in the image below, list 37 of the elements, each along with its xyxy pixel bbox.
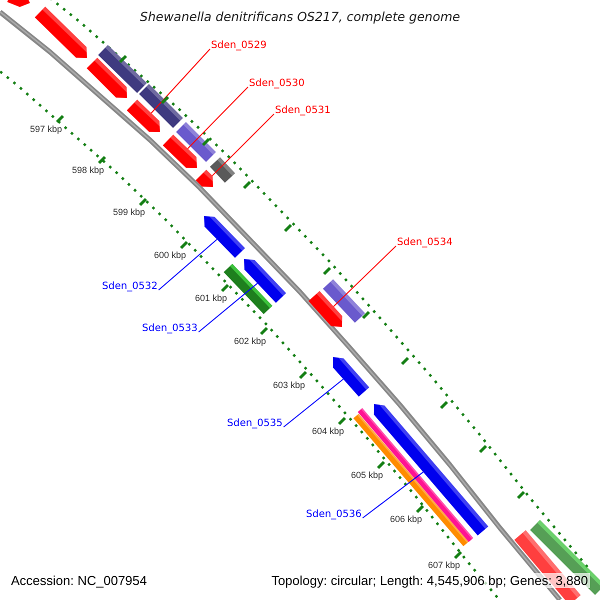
tick-label: 602 kbp xyxy=(234,336,266,346)
leader-line xyxy=(333,246,396,307)
tick-label: 605 kbp xyxy=(351,470,384,480)
leader-line xyxy=(150,48,210,114)
gene-label: Sden_0534 xyxy=(397,237,453,248)
gene-block xyxy=(204,216,246,258)
gene-label: Sden_0530 xyxy=(249,78,305,89)
gene-label: Sden_0533 xyxy=(142,323,198,334)
leader-line xyxy=(158,238,218,290)
gene-block xyxy=(308,290,342,327)
leader-line xyxy=(283,378,344,428)
tick-label: 604 kbp xyxy=(312,426,344,436)
gene-label: Sden_0536 xyxy=(306,509,362,520)
genome-info-text: Topology: circular; Length: 4,545,906 bp; Genes: 3,880 xyxy=(269,573,590,588)
gene-label: Sden_0529 xyxy=(211,40,267,51)
leader-line xyxy=(362,472,424,518)
tick-label: 598 kbp xyxy=(72,165,104,175)
leader-line xyxy=(212,114,274,176)
tick-label: 600 kbp xyxy=(154,250,186,260)
title: Shewanella denitrificans OS217, complete genome xyxy=(138,9,462,24)
accession-text: Accession: NC_007954 xyxy=(9,573,149,588)
tick-label: 597 kbp xyxy=(30,124,62,134)
gene-block xyxy=(126,100,160,132)
tick-label: 603 kbp xyxy=(273,380,306,390)
tick-label: 606 kbp xyxy=(390,514,422,524)
gene-block xyxy=(244,259,286,303)
gene-block xyxy=(333,357,370,397)
gene-label: Sden_0535 xyxy=(227,418,283,429)
gene-label: Sden_0531 xyxy=(275,105,331,116)
tick-label: 599 kbp xyxy=(113,207,146,217)
tick-label: 607 kbp xyxy=(428,560,460,570)
leader-line xyxy=(198,282,258,332)
gene-block xyxy=(162,134,197,168)
gene-label: Sden_0532 xyxy=(102,281,158,292)
tick-label: 601 kbp xyxy=(195,293,228,303)
leader-line xyxy=(187,86,248,150)
gene-block xyxy=(196,170,213,187)
